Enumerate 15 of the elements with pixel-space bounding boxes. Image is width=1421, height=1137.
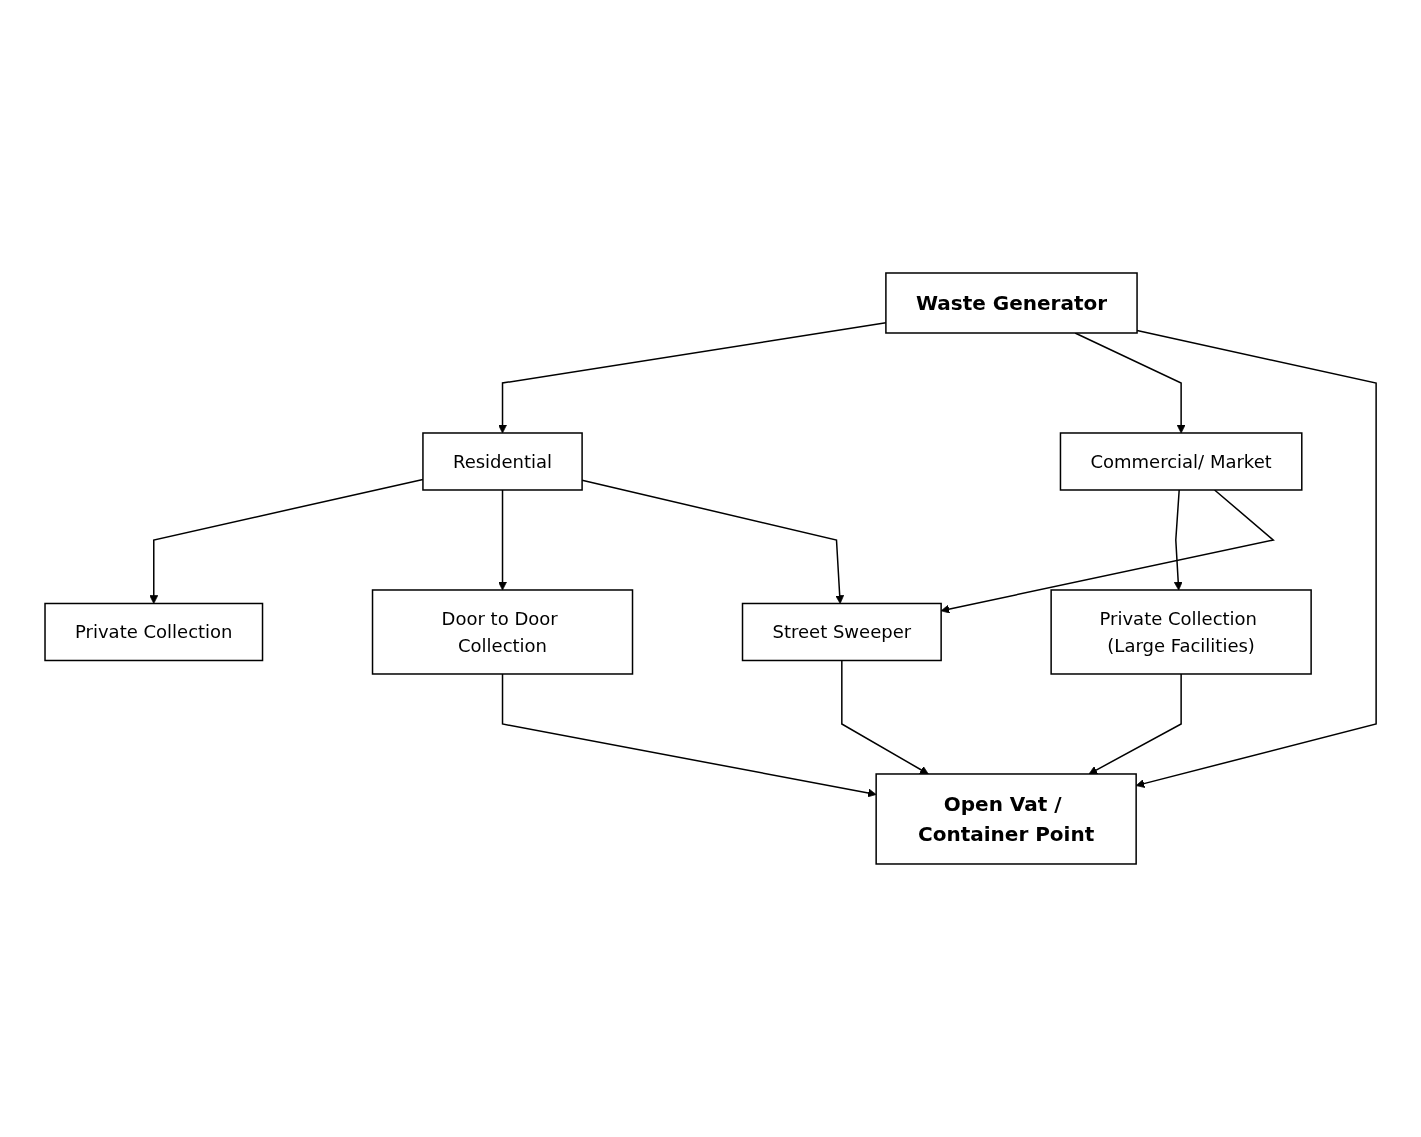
- node-box: Commercial/ Market: [1059, 432, 1303, 491]
- node-box: Open Vat / Container Point: [875, 773, 1137, 865]
- arrow: [1173, 489, 1183, 591]
- node-box: Private Collection: [44, 602, 264, 662]
- arrow: [1135, 329, 1377, 788]
- arrow: [501, 673, 877, 798]
- node-box: Door to Door Collection: [371, 589, 634, 675]
- arrow: [498, 489, 507, 591]
- node-box: Waste Generator: [885, 272, 1138, 334]
- arrow: [841, 659, 929, 775]
- arrow: [1088, 673, 1182, 775]
- node-box: Private Collection (Large Facilities): [1050, 589, 1312, 675]
- arrow: [1074, 332, 1186, 434]
- node-box: Street Sweeper: [741, 602, 942, 662]
- node-box: Residential: [422, 432, 583, 491]
